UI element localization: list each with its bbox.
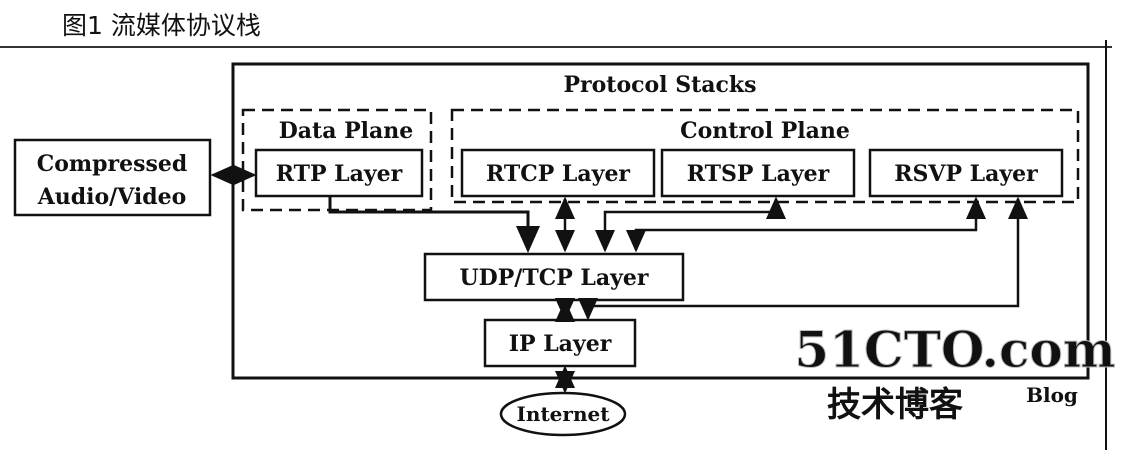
protocol-stacks-title: Protocol Stacks <box>563 72 756 98</box>
control-plane-label: Control Plane <box>680 118 850 144</box>
watermark-site: 51CTO.com <box>794 320 1115 379</box>
rsvp-ip-connector <box>578 196 1028 321</box>
watermark-blog: Blog <box>1026 383 1078 407</box>
rtsp-udp-connector <box>595 196 786 253</box>
compressed-label: Compressed <box>37 151 188 177</box>
data-plane-label: Data Plane <box>279 118 414 144</box>
rtp-layer-label: RTP Layer <box>276 161 403 187</box>
rtp-udp-connector <box>328 197 540 253</box>
protocol-stacks-box <box>231 62 1090 380</box>
rtsp-layer-box <box>660 148 856 198</box>
udp-tcp-layer-label: UDP/TCP Layer <box>459 265 648 291</box>
ip-layer-label: IP Layer <box>509 331 612 357</box>
rtsp-layer-label: RTSP Layer <box>687 161 830 187</box>
rtcp-layer-label: RTCP Layer <box>486 161 630 187</box>
rsvp-layer-box <box>868 148 1064 198</box>
data-plane-box <box>241 108 433 212</box>
compressed-av-box <box>13 138 212 217</box>
rsvp-udp-connector <box>626 196 986 253</box>
figure-caption: 图1 流媒体协议栈 <box>62 11 261 40</box>
rtcp-layer-box <box>460 148 656 198</box>
rsvp-layer-label: RSVP Layer <box>894 161 1038 187</box>
internet-label: Internet <box>517 402 611 426</box>
audio-video-label: Audio/Video <box>37 184 187 210</box>
caption-divider <box>0 46 1112 48</box>
watermark-subtitle: 技术博客 <box>827 385 963 425</box>
